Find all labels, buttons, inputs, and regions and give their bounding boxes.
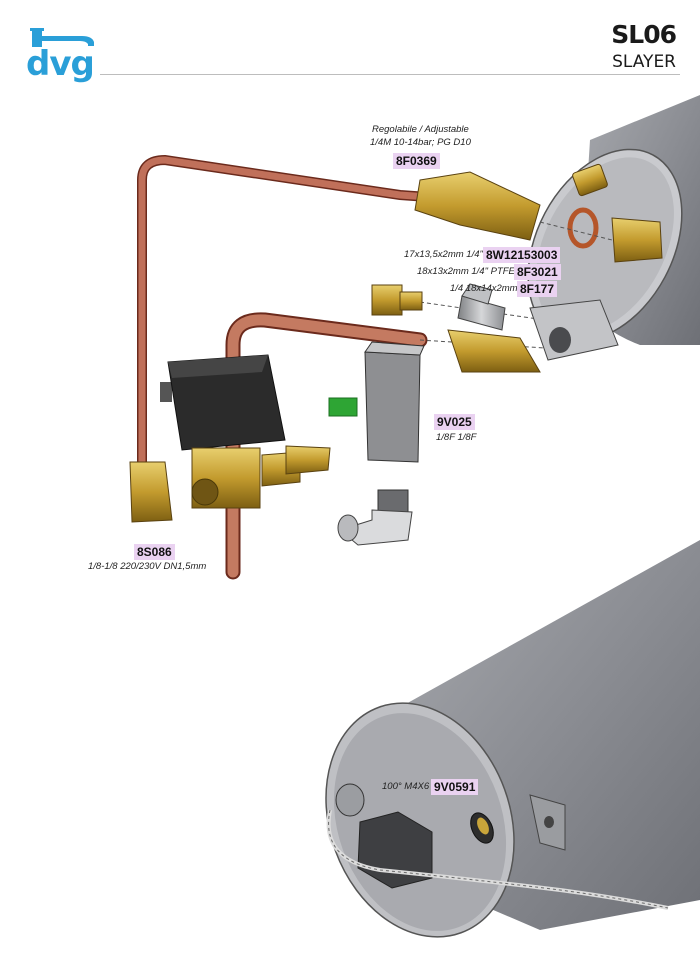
solenoid-valve: [160, 354, 331, 509]
hex-connector-9v025: [328, 341, 425, 463]
model-code: SL06: [611, 20, 677, 49]
steel-nipple: [457, 283, 506, 331]
copper-pipe-short: [225, 312, 428, 580]
code-9v0591: 9V0591: [431, 779, 479, 795]
lower-boiler: [325, 540, 700, 938]
note-8f177: 1/4 18x14x2mm: [450, 283, 518, 294]
code-8f3021: 8F3021: [514, 264, 561, 280]
brass-elbow: [447, 329, 541, 373]
note-8f0369-line1: Regolabile / Adjustable: [372, 124, 469, 135]
logo-wordmark: dvg: [26, 44, 95, 84]
gasket-ring: [567, 207, 599, 249]
dvg-logo: [24, 24, 104, 88]
brass-plug: [611, 217, 663, 263]
code-8f177: 8F177: [517, 281, 558, 297]
note-8f0369-line2: 1/4M 10-14bar; PG D10: [370, 137, 471, 148]
code-8w12153003: 8W12153003: [483, 247, 561, 263]
faucet-icon: [30, 28, 94, 47]
note-8f3021: 18x13x2mm 1/4" PTFE: [417, 266, 515, 277]
model-brand: SLAYER: [612, 52, 676, 72]
note-8w12153003: 17x13,5x2mm 1/4": [404, 249, 483, 260]
note-9v025: 1/8F 1/8F: [436, 432, 477, 443]
note-9v0591: 100° M4X6: [382, 781, 430, 792]
header-divider: [100, 74, 680, 75]
push-fit-elbow: [337, 489, 413, 546]
steel-compression-block: [529, 299, 619, 361]
code-8s086: 8S086: [134, 544, 175, 560]
left-elbow-fitting: [129, 461, 173, 523]
copper-pipe-long: [137, 154, 475, 473]
note-8s086: 1/8-1/8 220/230V DN1,5mm: [88, 561, 207, 572]
adjustable-valve-part: [414, 163, 608, 241]
small-elbow-fitting: [371, 284, 423, 316]
code-9v025: 9V025: [434, 414, 475, 430]
code-8f0369: 8F0369: [393, 153, 440, 169]
